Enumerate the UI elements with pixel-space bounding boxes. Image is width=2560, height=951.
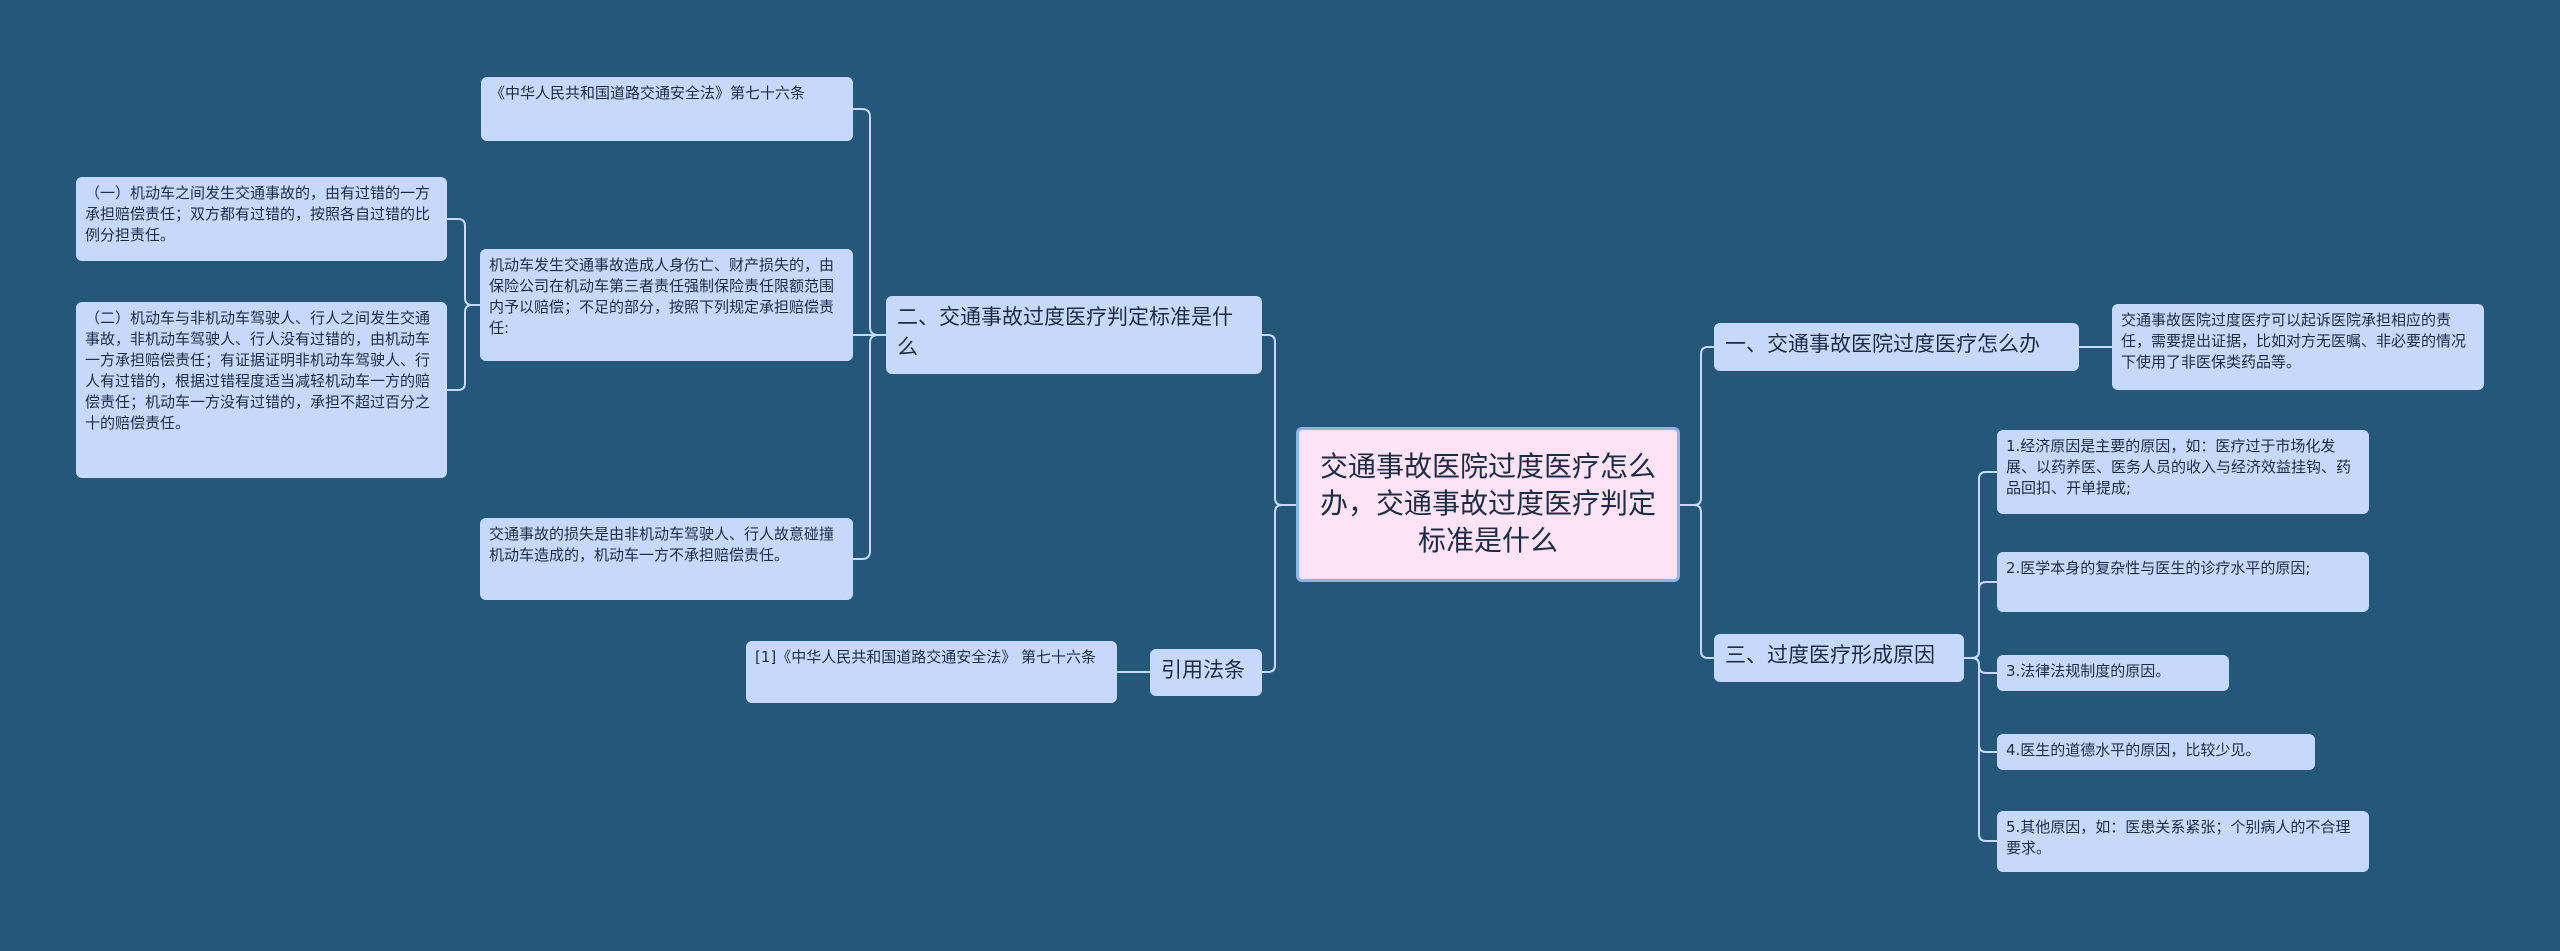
connector-l2-l2b [447,304,480,391]
branch-cited-law[interactable]: 引用法条 [1150,649,1262,696]
leaf-cause-other[interactable]: 5.其他原因，如：医患关系紧张；个别病人的不合理要求。 [1997,811,2369,872]
leaf-insurance-compensation[interactable]: 机动车发生交通事故造成人身伤亡、财产损失的，由保险公司在机动车第三者责任强制保险… [480,249,853,361]
connector-b1-l1 [853,108,886,336]
connector-root-b4 [1680,504,1714,659]
leaf-motor-vehicles[interactable]: （一）机动车之间发生交通事故的，由有过错的一方承担赔偿责任；双方都有过错的，按照… [76,177,447,261]
leaf-cause-legal[interactable]: 3.法律法规制度的原因。 [1997,655,2229,691]
branch-judgment-standard[interactable]: 二、交通事故过度医疗判定标准是什么 [886,296,1262,374]
branch-causes[interactable]: 三、过度医疗形成原因 [1714,634,1964,682]
connector-b4-l8 [1964,657,1997,674]
root-topic[interactable]: 交通事故医院过度医疗怎么办，交通事故过度医疗判定标准是什么 [1296,427,1680,582]
leaf-intentional-collision[interactable]: 交通事故的损失是由非机动车驾驶人、行人故意碰撞机动车造成的，机动车一方不承担赔偿… [480,518,853,600]
leaf-cause-ethics[interactable]: 4.医生的道德水平的原因，比较少见。 [1997,734,2315,770]
leaf-citation[interactable]: [1]《中华人民共和国道路交通安全法》 第七十六条 [746,641,1117,703]
connector-root-b3 [1680,346,1714,506]
branch-how-to-handle[interactable]: 一、交通事故医院过度医疗怎么办 [1714,323,2079,371]
leaf-law-article-title[interactable]: 《中华人民共和国道路交通安全法》第七十六条 [481,77,853,141]
leaf-cause-economic[interactable]: 1.经济原因是主要的原因，如：医疗过于市场化发展、以药养医、医务人员的收入与经济… [1997,430,2369,514]
leaf-handling-advice[interactable]: 交通事故医院过度医疗可以起诉医院承担相应的责任，需要提出证据，比如对方无医嘱、非… [2112,304,2484,390]
leaf-non-motor-vehicles[interactable]: （二）机动车与非机动车驾驶人、行人之间发生交通事故，非机动车驾驶人、行人没有过错… [76,302,447,478]
connector-b4-l7 [1964,581,1997,659]
connector-l2-l2a [447,218,480,306]
connector-root-b1 [1262,334,1296,506]
connector-root-b2 [1262,504,1296,673]
connector-b1-l3 [853,334,886,560]
connector-b4-l6 [1964,471,1997,659]
connector-b4-l10 [1964,657,1997,842]
leaf-cause-medical-complexity[interactable]: 2.医学本身的复杂性与医生的诊疗水平的原因; [1997,552,2369,612]
